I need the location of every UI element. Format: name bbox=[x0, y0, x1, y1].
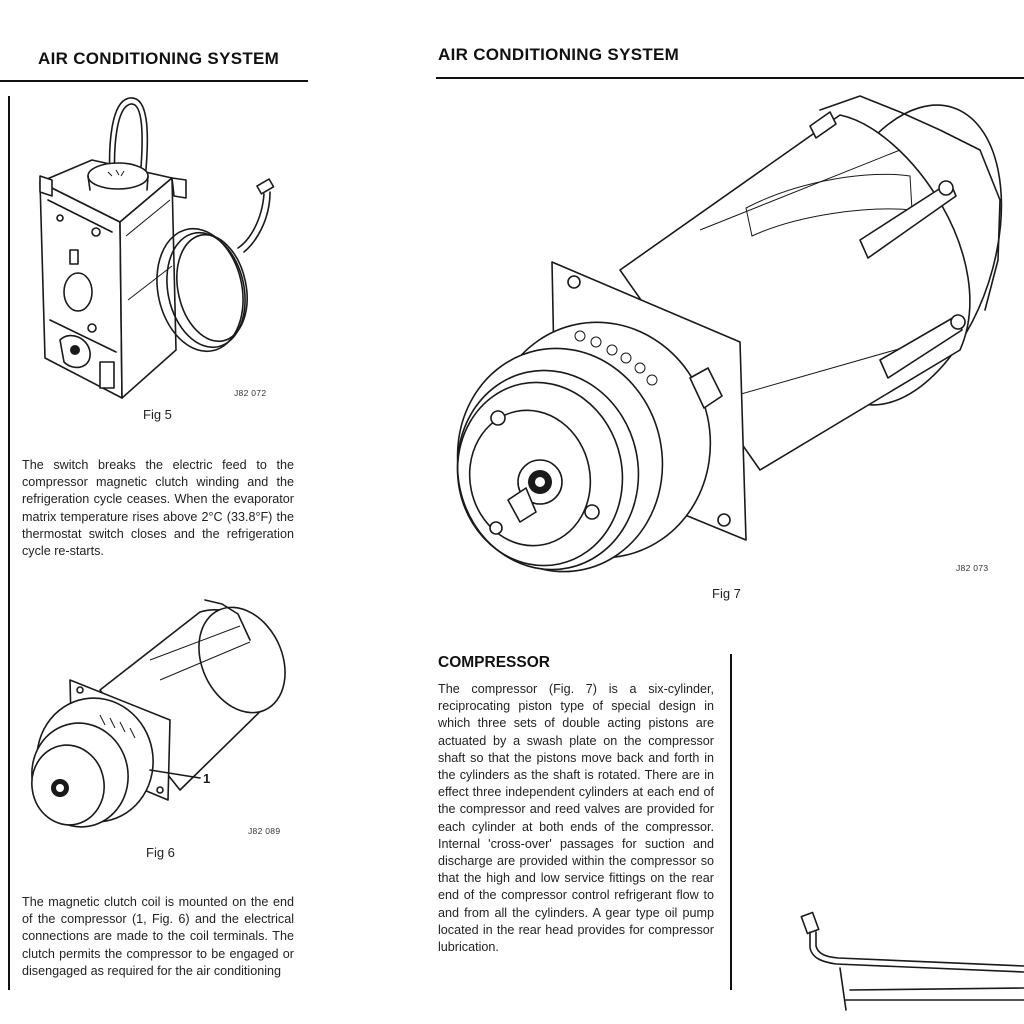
fig7-caption: Fig 7 bbox=[712, 586, 741, 601]
fig6-callout-number: 1 bbox=[203, 771, 211, 786]
fig7-compressor-illustration bbox=[456, 95, 1003, 573]
compressor-section-title: COMPRESSOR bbox=[438, 654, 550, 671]
right-header-rule bbox=[436, 77, 1024, 79]
right-column-divider bbox=[730, 654, 732, 990]
fig6-compressor-illustration bbox=[31, 599, 286, 828]
right-page-header: AIR CONDITIONING SYSTEM bbox=[438, 45, 680, 64]
fig6-code: J82 089 bbox=[248, 826, 281, 836]
fig6-caption: Fig 6 bbox=[146, 845, 175, 860]
fig5-caption: Fig 5 bbox=[143, 407, 172, 422]
left-margin-line bbox=[8, 96, 10, 990]
left-paragraph-1: The switch breaks the electric feed to t… bbox=[22, 458, 294, 559]
left-header-rule bbox=[0, 80, 308, 82]
left-paragraph-2: The magnetic clutch coil is mounted on t… bbox=[22, 895, 294, 978]
fig5-code: J82 072 bbox=[234, 388, 267, 398]
fig5-thermostat-switch-illustration bbox=[39, 97, 275, 399]
compressor-paragraph: The compressor (Fig. 7) is a six-cylinde… bbox=[438, 682, 714, 955]
pipe-assembly-partial-illustration bbox=[800, 911, 1024, 1011]
fig7-code: J82 073 bbox=[956, 563, 989, 573]
left-page-header: AIR CONDITIONING SYSTEM bbox=[38, 49, 280, 68]
